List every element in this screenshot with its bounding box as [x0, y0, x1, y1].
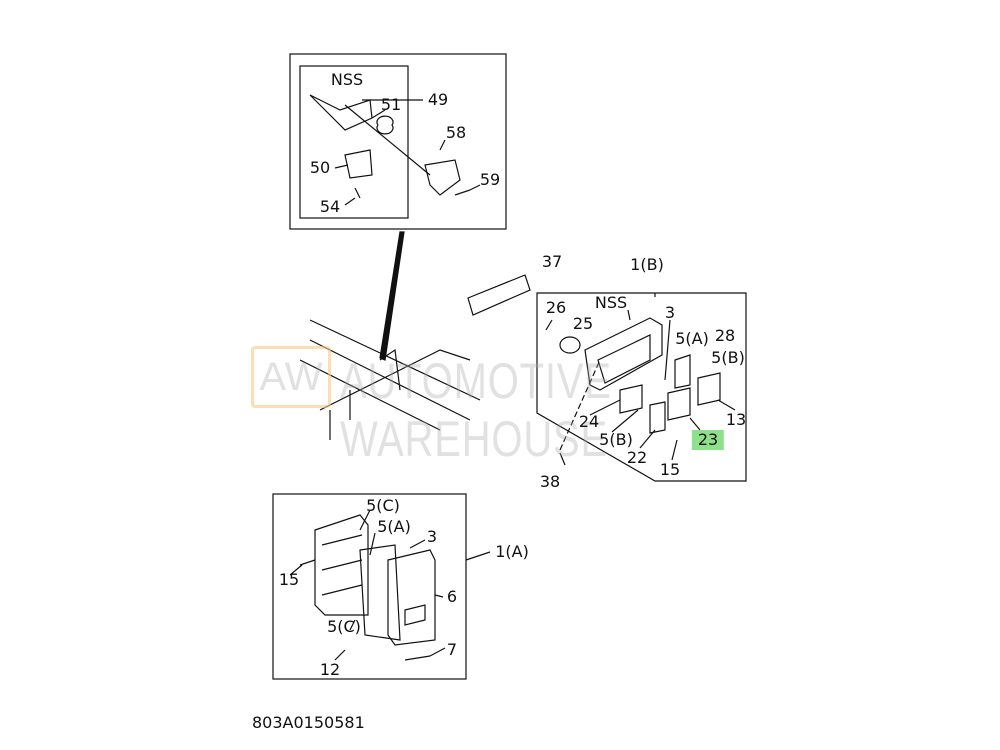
- callout-7: 7: [446, 640, 458, 659]
- callout-5b-top: 5(B): [711, 348, 745, 367]
- part-7: [404, 655, 431, 661]
- callout-6: 6: [446, 587, 458, 606]
- callout-28: 28: [714, 326, 736, 345]
- part-nss-ecu: [584, 317, 663, 391]
- part-13: [697, 372, 721, 406]
- callout-5c-top: 5(C): [366, 496, 400, 515]
- callout-38: 38: [539, 472, 561, 491]
- callout-1b: 1(B): [630, 255, 664, 274]
- callout-1a: 1(A): [495, 542, 529, 561]
- callout-nss-ecu: NSS: [594, 293, 628, 312]
- part-58: [424, 159, 461, 196]
- callout-37: 37: [541, 252, 563, 271]
- part-28: [674, 354, 691, 389]
- callout-59: 59: [479, 170, 501, 189]
- callout-5a: 5(A): [675, 329, 709, 348]
- callout-3-bottom: 3: [426, 527, 438, 546]
- part-15: [299, 559, 316, 566]
- drawing-code: 803A0150581: [252, 713, 365, 732]
- callout-58: 58: [445, 123, 467, 142]
- callout-54: 54: [319, 197, 341, 216]
- callout-15: 15: [659, 460, 681, 479]
- callout-3: 3: [664, 303, 676, 322]
- detail-box-right: [536, 292, 747, 482]
- part-6: [387, 549, 436, 646]
- callout-49: 49: [427, 90, 449, 109]
- callout-26: 26: [545, 298, 567, 317]
- callout-12: 12: [319, 660, 341, 679]
- part-24: [619, 384, 643, 414]
- callout-13: 13: [725, 410, 747, 429]
- callout-25: 25: [572, 314, 594, 333]
- part-25: [559, 336, 581, 354]
- callout-5a-bottom: 5(A): [377, 517, 411, 536]
- part-59: [454, 189, 471, 196]
- callout-5b: 5(B): [599, 430, 633, 449]
- watermark-logo: AW: [251, 346, 331, 408]
- callout-22: 22: [626, 448, 648, 467]
- callout-nss-top: NSS: [330, 70, 364, 89]
- detail-inner-box: [299, 65, 409, 219]
- watermark-text: AUTOMOTIVE WAREHOUSE: [340, 353, 612, 467]
- part-lamp-housing: [314, 514, 369, 616]
- part-23: [667, 387, 691, 421]
- part-22: [649, 401, 666, 434]
- detail-box-bottom: [272, 493, 467, 680]
- callout-5c: 5(C): [327, 617, 361, 636]
- callout-15-bottom: 15: [278, 570, 300, 589]
- part-50: [344, 149, 373, 179]
- callout-23-highlighted[interactable]: 23: [691, 430, 725, 450]
- callout-51: 51: [380, 95, 402, 114]
- part-51: [376, 115, 394, 135]
- part-3-gasket: [359, 544, 401, 641]
- part-37: [467, 274, 531, 316]
- detail-box-top: [289, 53, 507, 230]
- part-54: [354, 187, 361, 199]
- callout-24: 24: [578, 412, 600, 431]
- callout-50: 50: [309, 158, 331, 177]
